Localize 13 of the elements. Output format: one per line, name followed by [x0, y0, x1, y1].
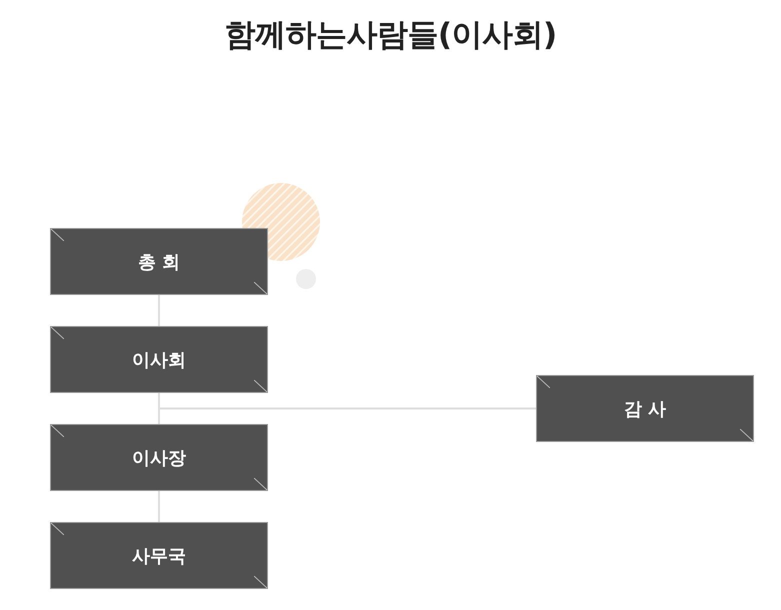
- connector-line: [158, 491, 160, 522]
- node-label: 사무국: [132, 544, 186, 568]
- org-box: [50, 522, 268, 589]
- chart-title: 함께하는사람들(이사회): [224, 17, 557, 53]
- node-label: 총 회: [138, 250, 180, 274]
- node-label: 감 사: [624, 398, 666, 420]
- connector-line: [158, 295, 160, 326]
- node-label: 이사장: [132, 446, 186, 470]
- org-box: [536, 375, 754, 442]
- node-label: 이사회: [132, 348, 186, 372]
- org-box: [50, 228, 268, 295]
- org-box: [50, 326, 268, 393]
- org-box: [50, 424, 268, 491]
